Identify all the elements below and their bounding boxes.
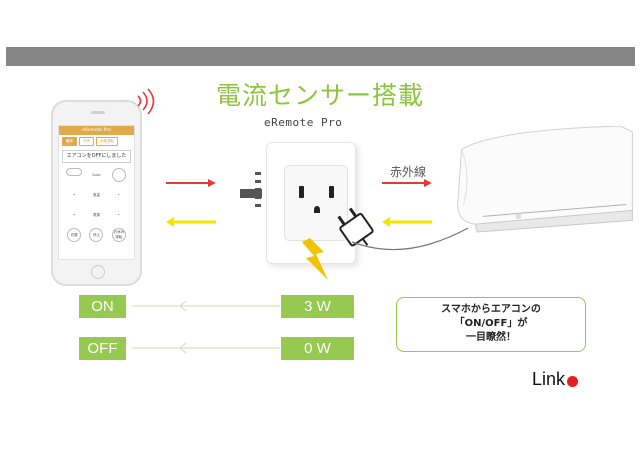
app-screen: eRemote Pro 暖房 冷房 自動運転 エアコンをOFFにしました Aut…: [58, 125, 135, 260]
outlet-face: [284, 165, 348, 241]
power-cable: [351, 227, 469, 251]
device-prong: [240, 189, 262, 198]
home-button: [91, 265, 105, 279]
wifi-signal-icon: [137, 88, 155, 115]
app-mode-button[interactable]: [111, 168, 126, 182]
page-title: 電流センサー搭載: [215, 81, 424, 110]
app-toggle-button[interactable]: [66, 168, 83, 176]
logo-dot-icon: [567, 376, 579, 387]
arrow-left-icon: [382, 217, 432, 227]
eremote-device: [266, 142, 356, 264]
arrow-right-icon: [166, 179, 216, 187]
app-button[interactable]: •: [73, 213, 76, 217]
lightning-bolt-icon: [302, 238, 328, 280]
status-on-box: ON: [79, 295, 126, 318]
app-stop-button[interactable]: 停止: [89, 228, 104, 242]
app-sleep-button[interactable]: お休み運転: [111, 228, 126, 242]
smartphone: eRemote Pro 暖房 冷房 自動運転 エアコンをOFFにしました Aut…: [51, 100, 142, 286]
app-button[interactable]: •: [117, 193, 120, 197]
arrow-left-icon: [166, 217, 216, 227]
arrow-right-icon: [382, 179, 432, 187]
arrow-left-icon: [132, 342, 280, 354]
plug-icon: [337, 207, 374, 247]
air-conditioner: [457, 126, 633, 233]
callout-line: スマホからエアコンの: [441, 304, 541, 315]
device-indicator-icon: [255, 172, 261, 207]
arrow-left-icon: [132, 300, 280, 312]
app-title: eRemote Pro: [59, 126, 134, 135]
app-tabs: 暖房 冷房 自動運転: [59, 135, 134, 148]
tab-auto[interactable]: 自動運転: [96, 137, 118, 146]
status-off-box: OFF: [79, 337, 126, 360]
app-auto-button[interactable]: Auto: [92, 173, 101, 177]
outlet-slot: [299, 186, 304, 198]
outlet-ground: [314, 206, 320, 213]
app-button[interactable]: •: [117, 213, 120, 217]
watt-off-box: 0 W: [281, 337, 354, 360]
tab-heating[interactable]: 暖房: [62, 137, 77, 146]
app-switch-button[interactable]: 切替: [67, 228, 82, 242]
app-button-grid: Auto • 風量 • • 電源 • 切替 停止 お休み運転: [59, 166, 134, 244]
infrared-label: 赤外線: [390, 165, 427, 179]
outlet-slot: [329, 186, 334, 198]
link-logo: Link: [532, 369, 579, 390]
callout-line: 「ON/OFF」が: [454, 318, 528, 329]
callout-bubble: スマホからエアコンの 「ON/OFF」が 一目瞭然！: [396, 297, 586, 352]
app-status-text: エアコンをOFFにしました: [62, 150, 131, 163]
watt-on-box: 3 W: [281, 295, 354, 318]
app-button[interactable]: •: [73, 193, 76, 197]
callout-line: 一目瞭然！: [466, 332, 516, 343]
phone-speaker: [91, 111, 105, 114]
tab-cooling[interactable]: 冷房: [79, 137, 94, 146]
logo-text: Link: [532, 369, 566, 389]
app-fan-button[interactable]: 風量: [92, 192, 100, 197]
app-power-button[interactable]: 電源: [92, 212, 100, 217]
device-title: eRemote Pro: [264, 116, 343, 129]
header-bar: [6, 47, 635, 66]
